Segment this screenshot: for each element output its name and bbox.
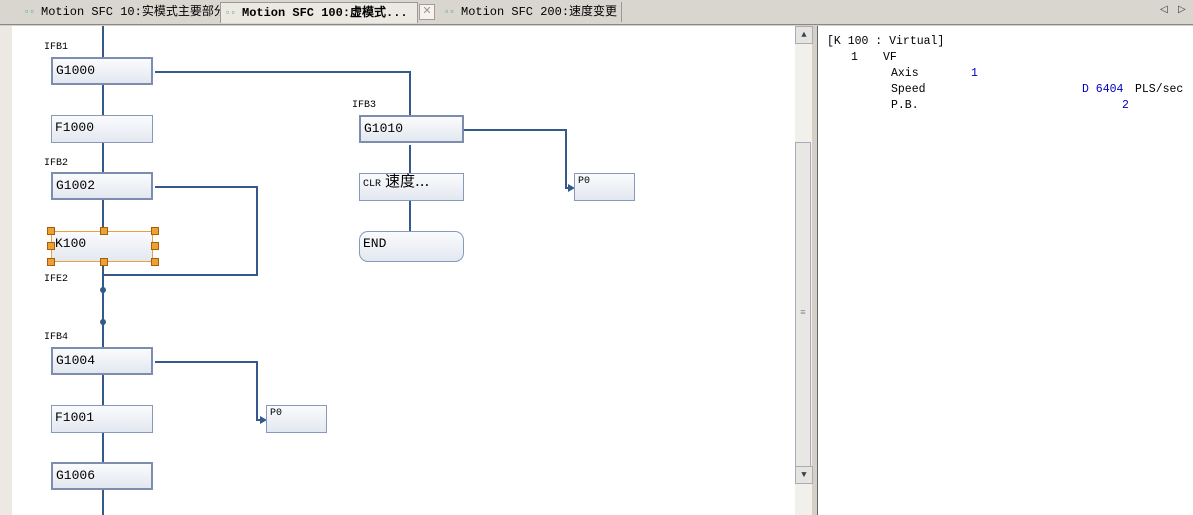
sfc-canvas[interactable]: IFB1 G1000 F1000 IFB2 G1002 K100 IFE2 IF…	[12, 26, 795, 515]
clr-prefix: CLR	[363, 179, 382, 190]
detail-num: 1	[851, 51, 858, 64]
sfc-connectors	[102, 26, 575, 515]
sfc-icon: ▫▫	[24, 7, 35, 17]
resize-handle[interactable]	[47, 258, 55, 266]
arrow-icon	[568, 184, 575, 192]
jump-p0-b	[155, 361, 264, 421]
step-g1010[interactable]: G1010	[359, 115, 464, 143]
pb-value: 2	[1122, 99, 1129, 112]
detail-title: [K 100 : Virtual]	[827, 35, 945, 48]
resize-handle[interactable]	[151, 242, 159, 250]
scroll-thumb[interactable]: ≡	[795, 142, 811, 482]
tab-prev-button[interactable]: ◁	[1160, 5, 1168, 16]
axis-label: Axis	[891, 67, 919, 80]
tab-bar: ▫▫Motion SFC 10:实模式主要部分 ▫▫Motion SFC 100…	[0, 0, 1193, 25]
branch-ifb2	[103, 186, 258, 276]
tab-label: Motion SFC 100:虚模式...	[242, 6, 408, 20]
arrow-icon	[260, 416, 267, 424]
step-g1004[interactable]: G1004	[51, 347, 153, 375]
sfc-icon: ▫▫	[444, 7, 455, 17]
jump-p0-a	[463, 129, 572, 189]
step-f1000[interactable]: F1000	[51, 115, 153, 143]
speed-value: D 6404	[1082, 83, 1124, 96]
label-ifb2: IFB2	[44, 158, 69, 169]
resize-handle[interactable]	[151, 227, 159, 235]
branch-ifb1	[155, 71, 411, 115]
resize-handle[interactable]	[151, 258, 159, 266]
pb-label: P.B.	[891, 99, 919, 112]
label-ifb4: IFB4	[44, 332, 69, 343]
resize-handle[interactable]	[100, 227, 108, 235]
label-ifb1: IFB1	[44, 42, 69, 53]
step-g1006[interactable]: G1006	[51, 462, 153, 490]
speed-unit: PLS/sec	[1135, 83, 1184, 96]
step-g1000[interactable]: G1000	[51, 57, 153, 85]
resize-handle[interactable]	[47, 227, 55, 235]
scroll-up-button[interactable]: ▲	[795, 26, 813, 44]
tab-label: Motion SFC 10:实模式主要部分	[41, 5, 226, 19]
close-tab-button[interactable]: ✕	[419, 4, 435, 20]
resize-handle[interactable]	[100, 258, 108, 266]
tab-sfc-100[interactable]: ▫▫ Motion SFC 100:虚模式...	[220, 2, 418, 23]
detail-cmd: VF	[883, 51, 897, 64]
junction-dot	[100, 287, 106, 293]
tab-label: Motion SFC 200:速度变更	[461, 5, 618, 19]
jump-p0-a-box[interactable]: P0	[574, 173, 635, 201]
step-g1002[interactable]: G1002	[51, 172, 153, 200]
tab-sfc-200[interactable]: ▫▫ Motion SFC 200:速度变更	[440, 2, 623, 22]
tab-next-button[interactable]: ▷	[1178, 5, 1186, 16]
clr-label: 速度...	[385, 172, 430, 190]
speed-label: Speed	[891, 83, 926, 96]
label-ifb3: IFB3	[352, 100, 377, 111]
junction-dot	[100, 319, 106, 325]
sfc-icon: ▫▫	[225, 8, 236, 18]
tab-sfc-10[interactable]: ▫▫ Motion SFC 10:实模式主要部分	[20, 2, 231, 22]
vertical-scrollbar[interactable]: ▲ ≡ ▼	[795, 26, 813, 515]
axis-value: 1	[971, 67, 978, 80]
step-end[interactable]: END	[359, 231, 464, 262]
jump-p0-b-box[interactable]: P0	[266, 405, 327, 433]
detail-panel: [K 100 : Virtual] 1 VF Axis 1 Speed D 64…	[817, 26, 1193, 515]
step-f1001[interactable]: F1001	[51, 405, 153, 433]
scroll-down-button[interactable]: ▼	[795, 466, 813, 484]
label-ife2: IFE2	[44, 274, 69, 285]
resize-handle[interactable]	[47, 242, 55, 250]
